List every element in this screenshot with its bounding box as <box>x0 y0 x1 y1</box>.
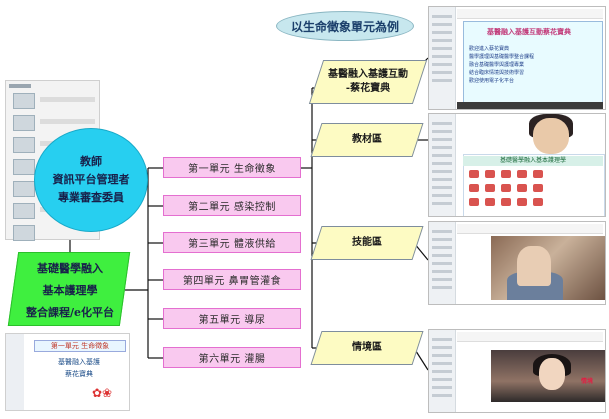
unit-5-box[interactable]: 第五單元 導尿 <box>163 308 301 329</box>
unit-page-subtitle: 基醫融入基護 蔡花寶典 <box>36 356 122 382</box>
platform-line-1: 基礎醫學融入 <box>37 262 103 275</box>
scenarios-screenshot: 情境 <box>428 329 606 413</box>
skills-label[interactable]: 技能區 <box>352 237 382 248</box>
materials-strip: 基礎醫學融入基本護理學 <box>463 156 603 166</box>
materials-screenshot: 基礎醫學融入基本護理學 <box>428 113 606 217</box>
skills-screenshot <box>428 221 606 305</box>
unit-4-box[interactable]: 第四單元 鼻胃管灌食 <box>163 269 301 290</box>
materials-label[interactable]: 教材區 <box>352 134 382 145</box>
example-unit-oval: 以生命徵象單元為例 <box>276 11 414 41</box>
scenario-logo: 情境 <box>580 378 593 385</box>
platform-label: 基礎醫學融入 基本護理學 整合課程/e化平台 <box>8 257 132 323</box>
unit-1-box[interactable]: 第一單元 生命徵象 <box>163 157 301 178</box>
unit-page-screenshot: 第一單元 生命徵象 基醫融入基護 蔡花寶典 ✿❀ <box>5 333 130 411</box>
body-line: 歡迎使用電子化平台 <box>469 78 515 84</box>
body-line: 結合臨床情境與技術學習 <box>469 70 525 76</box>
scenarios-label[interactable]: 情境區 <box>352 342 382 353</box>
interaction-label[interactable]: 基醫融入基護互動 -蔡花寶典 <box>316 60 420 104</box>
unit-page-subtitle-2: 蔡花寶典 <box>65 370 93 378</box>
presenter-avatar <box>533 118 569 154</box>
unit-page-subtitle-1: 基醫融入基護 <box>58 358 100 366</box>
flower-icon: ✿❀ <box>92 386 113 400</box>
nurse-head <box>517 246 551 286</box>
body-line: 歡迎進入蔡花寶典 <box>469 46 510 52</box>
video-controls-bar[interactable] <box>457 102 603 109</box>
roles-circle: 教師 資訊平台管理者 專業審查委員 <box>34 128 148 232</box>
example-unit-label: 以生命徵象單元為例 <box>290 19 399 34</box>
unit-2-box[interactable]: 第二單元 感染控制 <box>163 195 301 216</box>
materials-grid <box>469 170 589 210</box>
roles-teacher: 教師 <box>80 155 102 168</box>
unit-page-banner: 第一單元 生命徵象 <box>34 340 126 352</box>
body-line: 醫學護理與基礎醫學整合課程 <box>469 54 535 60</box>
unit-6-box[interactable]: 第六單元 灌腸 <box>163 347 301 368</box>
interaction-line-2: -蔡花寶典 <box>345 83 391 94</box>
roles-platform-admin: 資訊平台管理者 <box>52 173 130 186</box>
interaction-page-body: 歡迎進入蔡花寶典 醫學護理與基礎醫學整合課程 融合基礎醫學與護理專業 結合臨床情… <box>469 45 589 85</box>
interaction-page-title: 基醫融入基護互動蔡花寶典 <box>487 27 571 36</box>
interaction-line-1: 基醫融入基護互動 <box>328 69 408 80</box>
roles-review-committee: 專業審查委員 <box>58 191 124 204</box>
interaction-screenshot: 基醫融入基護互動蔡花寶典 歡迎進入蔡花寶典 醫學護理與基礎醫學整合課程 融合基礎… <box>428 6 606 110</box>
body-line: 融合基礎醫學與護理專業 <box>469 62 525 68</box>
platform-line-2: 基本護理學 <box>42 284 98 297</box>
unit-3-box[interactable]: 第三單元 體液供給 <box>163 232 301 253</box>
platform-line-3: 整合課程/e化平台 <box>25 306 114 319</box>
actor-face <box>539 358 565 390</box>
